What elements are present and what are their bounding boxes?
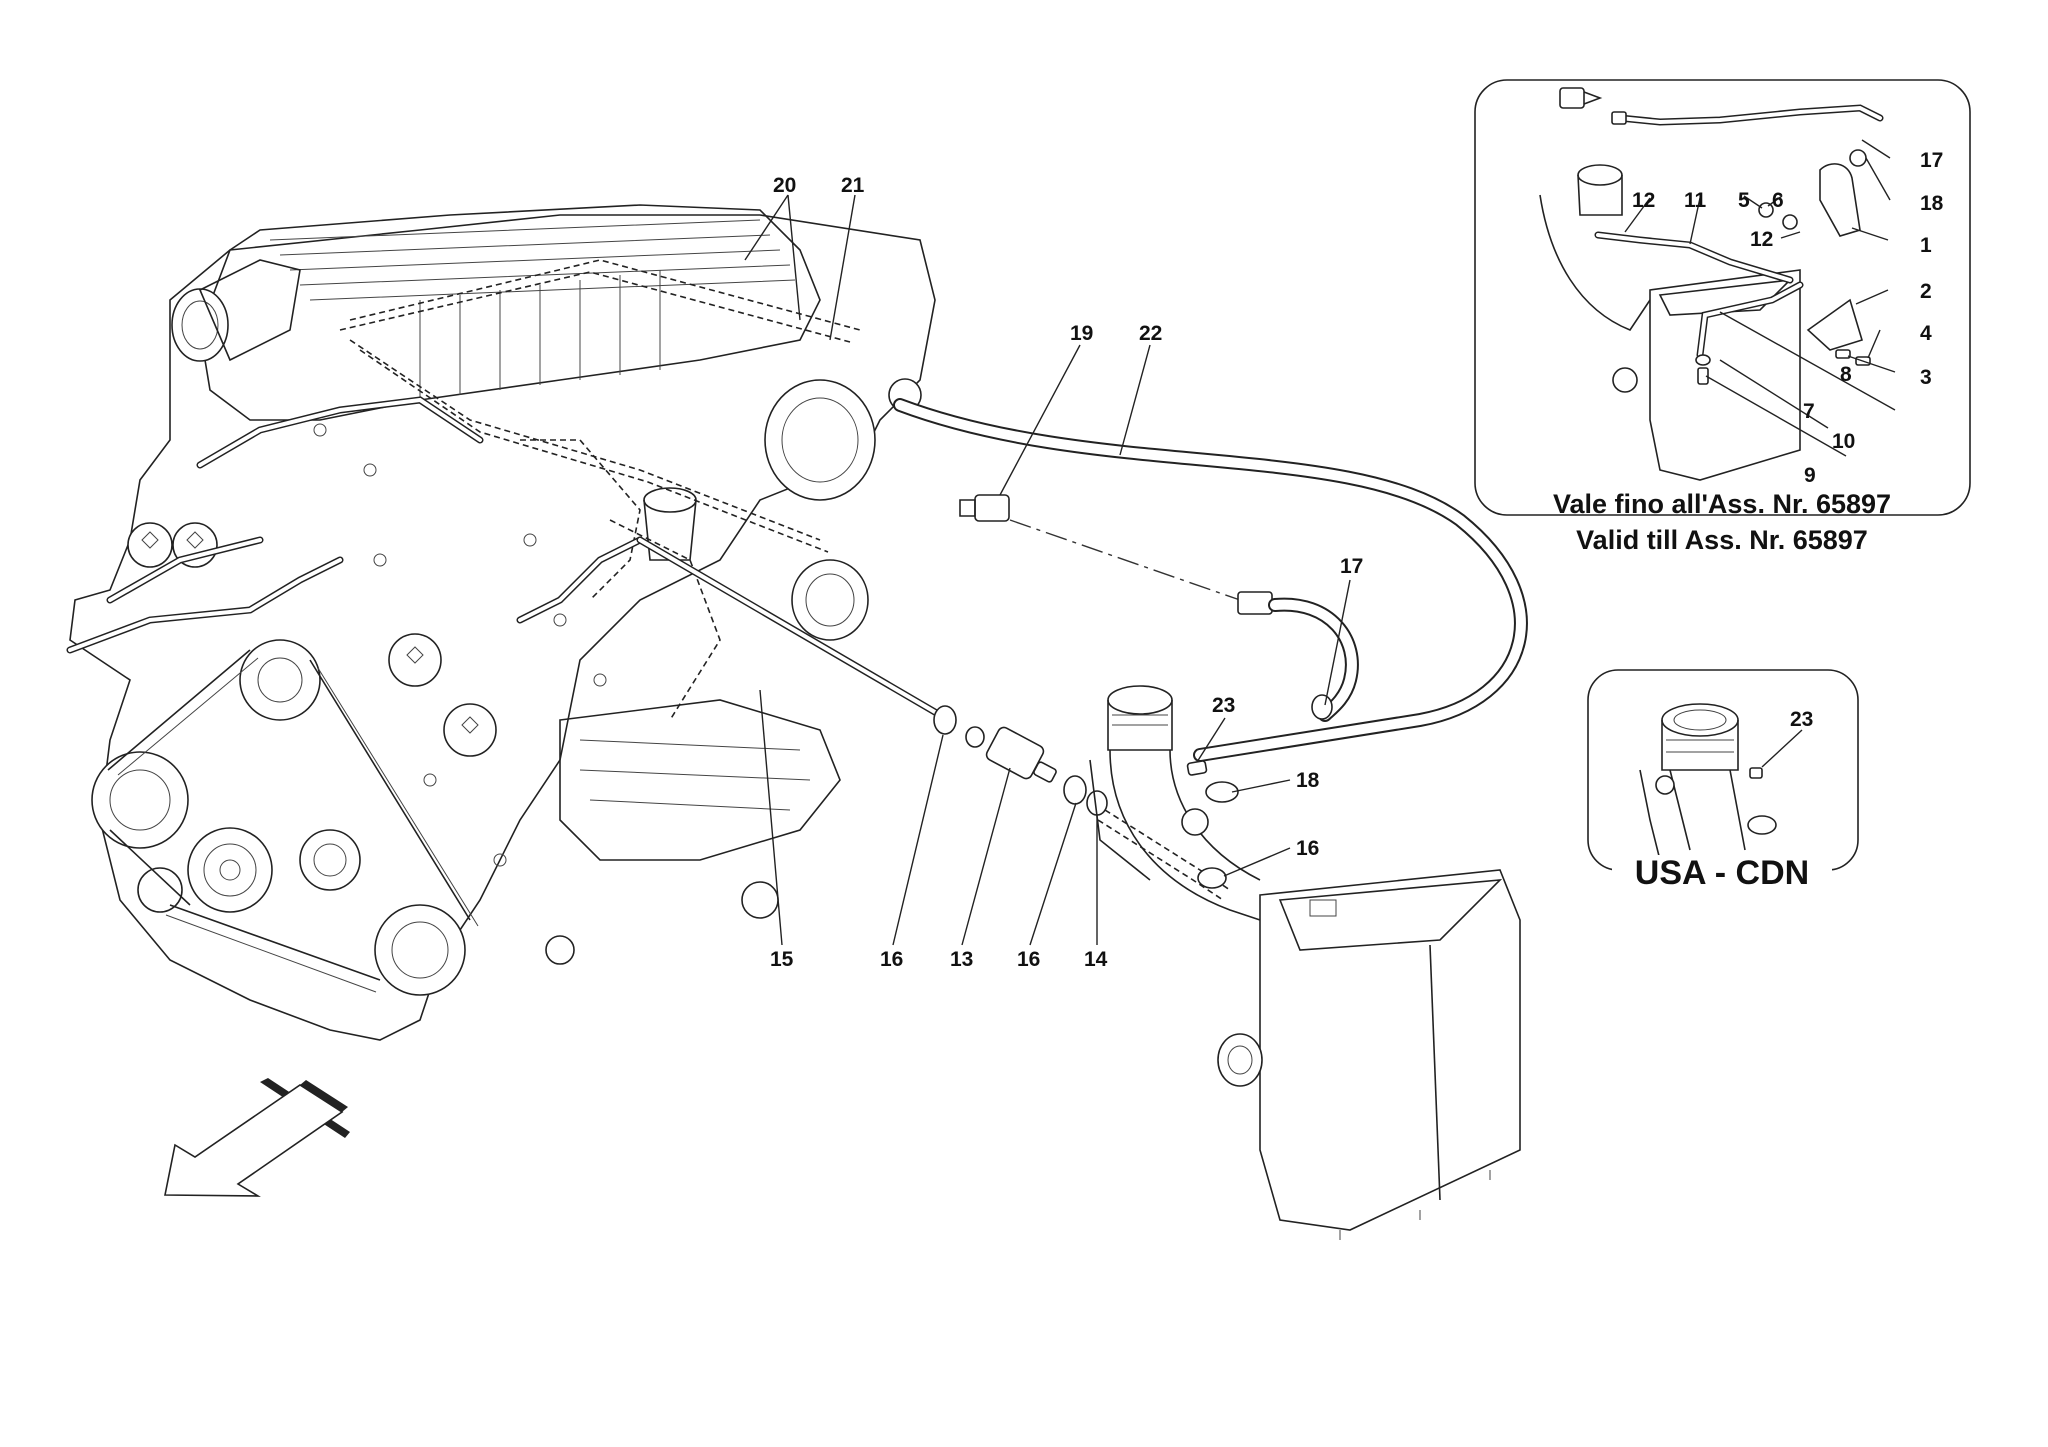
callout-16-right: 16 bbox=[1296, 837, 1319, 860]
callout-20: 20 bbox=[773, 174, 796, 197]
arrow-front-left-icon bbox=[164, 1078, 350, 1197]
callout-15: 15 bbox=[770, 948, 794, 971]
callout-13: 13 bbox=[950, 948, 973, 971]
callout-16-mid: 16 bbox=[1017, 948, 1040, 971]
callout-21: 21 bbox=[841, 174, 865, 197]
inset-callout-10: 10 bbox=[1832, 430, 1855, 453]
leader-lines bbox=[744, 194, 1351, 946]
belt-drive bbox=[91, 639, 479, 996]
tank-fittings bbox=[1186, 760, 1239, 889]
usa-callout-23: 23 bbox=[1790, 708, 1813, 731]
callout-14: 14 bbox=[1084, 948, 1108, 971]
callout-18-main: 18 bbox=[1296, 769, 1320, 792]
inset-callout-2: 2 bbox=[1920, 280, 1932, 303]
inset-callout-12b: 12 bbox=[1750, 228, 1773, 251]
reservoir-tank bbox=[1089, 685, 1521, 1240]
inset-callout-12a: 12 bbox=[1632, 189, 1655, 212]
callout-17-main: 17 bbox=[1340, 555, 1363, 578]
inset-callout-1: 1 bbox=[1920, 234, 1932, 257]
inset-callout-17: 17 bbox=[1920, 149, 1943, 172]
inset-panel-validity: 17 18 1 2 4 3 12 11 5 6 12 8 7 10 9 Vale… bbox=[1474, 79, 1971, 555]
part-19-fitting bbox=[959, 494, 1010, 522]
inset-caption-italian: Vale fino all'Ass. Nr. 65897 bbox=[1553, 489, 1891, 519]
callout-23-main: 23 bbox=[1212, 694, 1235, 717]
inset-panel-usa-cdn: 23 USA - CDN bbox=[1587, 669, 1859, 892]
inset-callout-5: 5 bbox=[1738, 189, 1750, 212]
inset-callout-6: 6 bbox=[1772, 189, 1784, 212]
part-17-hose bbox=[1237, 591, 1359, 722]
callout-19: 19 bbox=[1070, 322, 1093, 345]
inset-callout-7: 7 bbox=[1803, 400, 1815, 423]
callout-22: 22 bbox=[1139, 322, 1162, 345]
dashed-hoses bbox=[339, 259, 861, 721]
inset-callout-18: 18 bbox=[1920, 192, 1944, 215]
inset-callout-8: 8 bbox=[1840, 363, 1852, 386]
alignment-line bbox=[1009, 519, 1241, 601]
inset-callout-4: 4 bbox=[1920, 322, 1932, 345]
callout-16-left: 16 bbox=[880, 948, 903, 971]
inset-callout-3: 3 bbox=[1920, 366, 1932, 389]
inset-caption-english: Valid till Ass. Nr. 65897 bbox=[1576, 525, 1868, 555]
inset-callout-9: 9 bbox=[1804, 464, 1816, 487]
engine-drawing bbox=[66, 204, 936, 1041]
filter-assembly bbox=[933, 705, 1108, 816]
cam-cover-logos bbox=[127, 522, 497, 757]
inset-callout-11: 11 bbox=[1684, 189, 1707, 212]
usa-cdn-caption: USA - CDN bbox=[1635, 854, 1809, 892]
